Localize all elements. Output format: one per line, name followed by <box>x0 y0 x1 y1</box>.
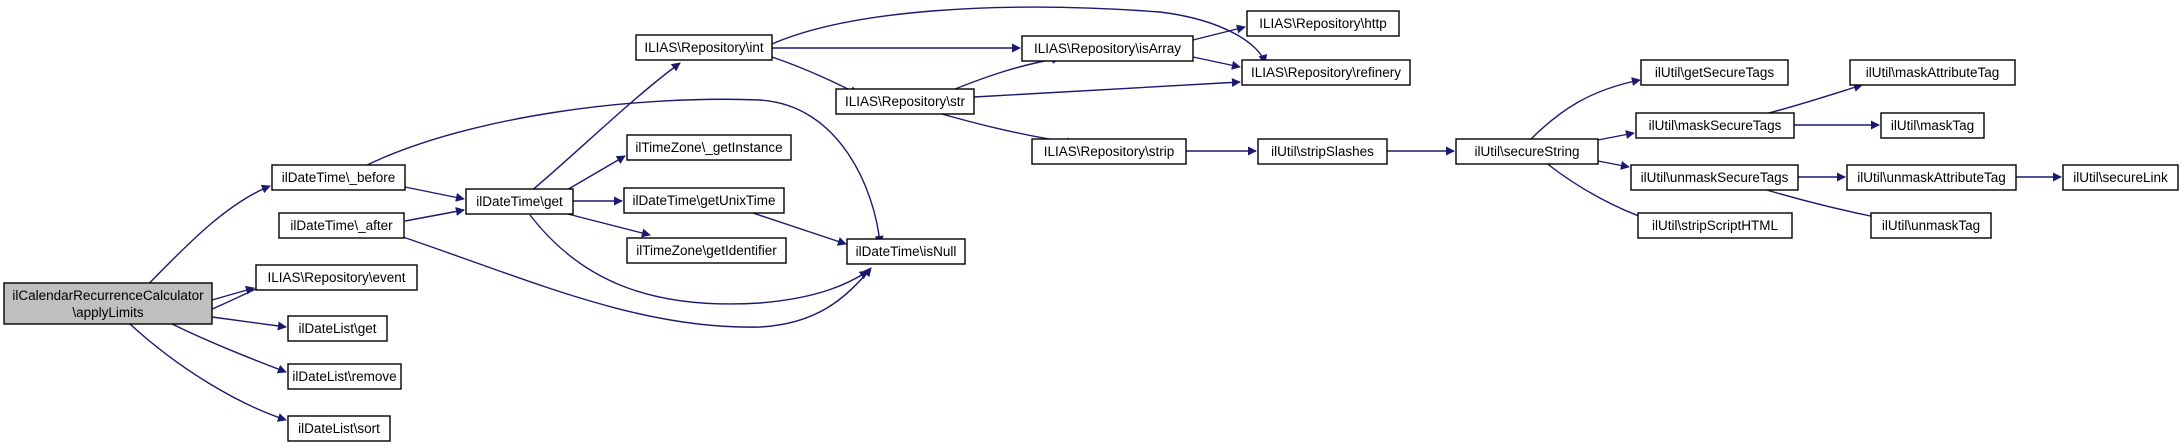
node-getsecuretags-label: ilUtil\getSecureTags <box>1655 65 1775 80</box>
node-refinery-label: ILIAS\Repository\refinery <box>1251 65 1401 80</box>
edge-root-dlget <box>211 316 287 331</box>
node-securelink[interactable]: ilUtil\secureLink <box>2062 164 2179 191</box>
node-tzinst[interactable]: ilTimeZone\_getInstance <box>626 134 792 161</box>
node-stripslashes[interactable]: ilUtil\stripSlashes <box>1257 138 1388 165</box>
node-root-line1: ilCalendarRecurrenceCalculator <box>12 288 204 303</box>
node-after[interactable]: ilDateTime\_after <box>278 212 405 239</box>
node-root-line2: \applyLimits <box>72 305 144 320</box>
node-tzid-label: ilTimeZone\getIdentifier <box>636 243 777 258</box>
node-tzid[interactable]: ilTimeZone\getIdentifier <box>626 237 787 264</box>
node-securestring[interactable]: ilUtil\secureString <box>1455 138 1599 165</box>
node-before[interactable]: ilDateTime\_before <box>271 164 406 191</box>
node-before-label: ilDateTime\_before <box>282 170 396 185</box>
edge-before-isnull <box>364 98 884 245</box>
edge-isarray-refinery <box>1192 56 1241 70</box>
node-masktag-label: ilUtil\maskTag <box>1891 118 1974 133</box>
edge-before-dtget <box>404 186 465 202</box>
edge-isarray-http <box>1192 24 1246 41</box>
edge-after-isnull <box>399 235 872 328</box>
node-int-label: ILIAS\Repository\int <box>644 40 764 55</box>
node-unmaskattr-label: ilUtil\unmaskAttributeTag <box>1857 170 2006 185</box>
node-after-label: ilDateTime\_after <box>290 218 393 233</box>
edge-dtget-tzinst <box>559 155 626 195</box>
node-strip-label: ILIAS\Repository\strip <box>1044 144 1175 159</box>
node-isarray-label: ILIAS\Repository\isArray <box>1034 41 1181 56</box>
node-dlget-label: ilDateList\get <box>298 321 376 336</box>
node-dlremove-label: ilDateList\remove <box>292 369 396 384</box>
node-unmasksecuretags[interactable]: ilUtil\unmaskSecureTags <box>1630 164 1799 191</box>
edge-str-refinery <box>973 77 1241 98</box>
node-unmasktag[interactable]: ilUtil\unmaskTag <box>1870 212 1992 239</box>
edge-after-dtget <box>404 207 465 222</box>
node-dtget-label: ilDateTime\get <box>476 194 563 209</box>
node-unix-label: ilDateTime\getUnixTime <box>632 193 775 208</box>
node-dlsort[interactable]: ilDateList\sort <box>287 415 391 442</box>
node-stripscript-label: ilUtil\stripScriptHTML <box>1652 218 1779 233</box>
edge-dtget-int <box>529 62 681 193</box>
node-masksecuretags-label: ilUtil\maskSecureTags <box>1649 118 1782 133</box>
edge-root-dlremove <box>171 323 287 374</box>
node-maskattr[interactable]: ilUtil\maskAttributeTag <box>1849 59 2016 86</box>
node-dtget[interactable]: ilDateTime\get <box>465 188 574 215</box>
node-str-label: ILIAS\Repository\str <box>845 94 966 109</box>
node-masksecuretags[interactable]: ilUtil\maskSecureTags <box>1635 112 1795 139</box>
node-unmasksecuretags-label: ilUtil\unmaskSecureTags <box>1641 170 1789 185</box>
node-unmaskattr[interactable]: ilUtil\unmaskAttributeTag <box>1846 164 2017 191</box>
edge-securestring-getsecuretags <box>1529 77 1641 141</box>
node-isarray[interactable]: ILIAS\Repository\isArray <box>1021 35 1194 62</box>
edge-unix-isnull <box>749 211 847 246</box>
node-maskattr-label: ilUtil\maskAttributeTag <box>1866 65 2000 80</box>
node-masktag[interactable]: ilUtil\maskTag <box>1880 112 1985 139</box>
node-strip[interactable]: ILIAS\Repository\strip <box>1031 138 1187 165</box>
edge-masksecuretags-maskattr <box>1764 83 1863 115</box>
node-dlsort-label: ilDateList\sort <box>298 421 380 436</box>
node-event-label: ILIAS\Repository\event <box>267 270 405 285</box>
edge-unmasksecuretags-unmasktag <box>1759 187 1881 221</box>
node-refinery[interactable]: ILIAS\Repository\refinery <box>1241 59 1411 86</box>
edge-securestring-masksecuretags <box>1597 130 1635 141</box>
node-unix[interactable]: ilDateTime\getUnixTime <box>623 187 785 214</box>
node-dlremove[interactable]: ilDateList\remove <box>287 363 402 390</box>
node-securestring-label: ilUtil\secureString <box>1474 144 1579 159</box>
edge-securestring-unmasksecuretags <box>1597 160 1630 170</box>
edge-dtget-isnull <box>529 214 869 305</box>
node-http[interactable]: ILIAS\Repository\http <box>1246 10 1400 37</box>
node-stripscript[interactable]: ilUtil\stripScriptHTML <box>1637 212 1793 239</box>
node-int[interactable]: ILIAS\Repository\int <box>635 34 773 61</box>
node-isnull-label: ilDateTime\isNull <box>856 244 957 259</box>
node-event[interactable]: ILIAS\Repository\event <box>255 264 418 291</box>
node-root[interactable]: ilCalendarRecurrenceCalculator \applyLim… <box>3 282 213 325</box>
node-stripslashes-label: ilUtil\stripSlashes <box>1271 144 1374 159</box>
node-isnull[interactable]: ilDateTime\isNull <box>846 238 966 265</box>
edge-root-event <box>211 285 255 301</box>
edge-dtget-tzid <box>559 211 651 238</box>
node-http-label: ILIAS\Repository\http <box>1259 16 1387 31</box>
node-securelink-label: ilUtil\secureLink <box>2073 170 2168 185</box>
edge-root-dlsort <box>129 323 287 422</box>
node-dlget[interactable]: ilDateList\get <box>287 315 388 342</box>
node-tzinst-label: ilTimeZone\_getInstance <box>635 140 782 155</box>
edge-str-isarray <box>949 54 1061 92</box>
node-str[interactable]: ILIAS\Repository\str <box>835 88 975 115</box>
node-getsecuretags[interactable]: ilUtil\getSecureTags <box>1640 59 1789 86</box>
edge-int-refinery <box>771 6 1268 64</box>
node-unmasktag-label: ilUtil\unmaskTag <box>1882 218 1980 233</box>
